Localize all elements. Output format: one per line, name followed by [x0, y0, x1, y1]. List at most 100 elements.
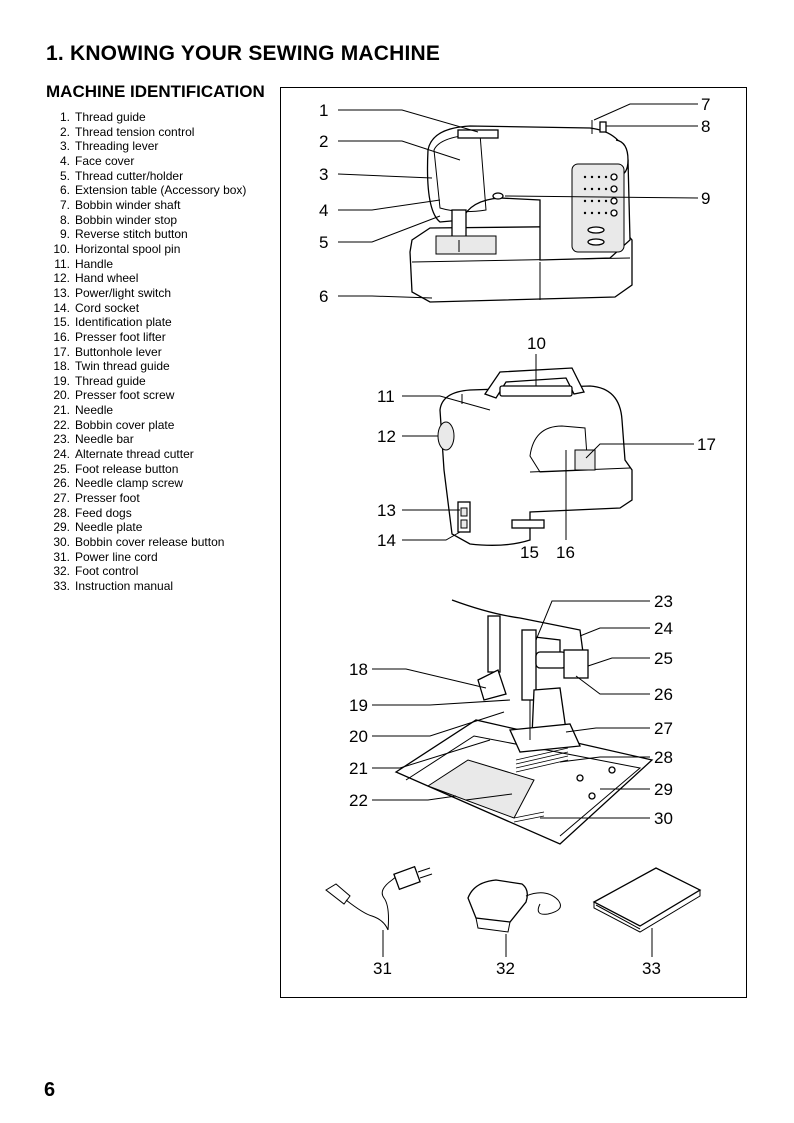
part-item: 22.Bobbin cover plate	[46, 418, 246, 433]
part-number: 3.	[59, 139, 70, 154]
section-title: MACHINE IDENTIFICATION	[46, 82, 265, 101]
callout-20: 20	[349, 727, 368, 746]
part-name: Foot release button	[75, 461, 179, 476]
needle-area-illustration	[394, 599, 654, 845]
part-number: 7.	[59, 197, 70, 212]
part-item: 13.Power/light switch	[46, 286, 246, 301]
part-item: 12.Hand wheel	[46, 271, 246, 286]
callout-13: 13	[377, 501, 396, 520]
part-name: Instruction manual	[75, 579, 174, 593]
part-name: Needle bar	[75, 432, 134, 447]
callout-23: 23	[654, 592, 673, 611]
part-item: 17.Buttonhole lever	[46, 345, 246, 360]
part-item: 29. Needle plate	[46, 520, 246, 535]
part-item: 4. Face cover	[46, 154, 246, 169]
part-name: Buttonhole lever	[75, 344, 162, 359]
part-item: 20.Presser foot screw	[46, 388, 246, 403]
part-number: 33.	[53, 579, 70, 593]
page-number: 6	[44, 1079, 56, 1101]
part-name: Needle plate	[75, 520, 143, 535]
callout-14: 14	[377, 531, 396, 550]
part-name: Needle clamp screw	[75, 476, 184, 491]
part-name: Face cover	[75, 153, 135, 168]
part-number: 28.	[53, 505, 70, 520]
callout-27: 27	[654, 719, 673, 738]
part-number: 24.	[53, 447, 70, 462]
part-number: 18.	[53, 359, 70, 374]
part-number: 4.	[59, 153, 70, 168]
callout-19: 19	[349, 696, 368, 715]
callout-32: 32	[496, 959, 515, 978]
callout-5: 5	[319, 233, 328, 252]
callout-30: 30	[654, 809, 673, 828]
callout-8: 8	[701, 117, 710, 136]
callout-31: 31	[373, 959, 392, 978]
part-name: Feed dogs	[75, 505, 132, 520]
part-item: 24.Alternate thread cutter	[46, 447, 246, 462]
part-name: Twin thread guide	[75, 359, 170, 374]
part-name: Thread guide	[75, 373, 146, 388]
part-name: Foot control	[75, 564, 139, 579]
needle-area-leaders	[372, 600, 650, 819]
part-item: 31.Power line cord	[46, 550, 246, 565]
callout-9: 9	[701, 189, 710, 208]
part-number: 2.	[59, 124, 70, 139]
part-name: Bobbin winder stop	[75, 212, 178, 227]
part-item: 7. Bobbin winder shaft	[46, 198, 246, 213]
rear-view-illustration	[437, 367, 633, 546]
part-item: 18. Twin thread guide	[46, 359, 246, 374]
part-item: 6.Extension table (Accessory box)	[46, 183, 246, 198]
callout-1: 1	[319, 101, 328, 120]
part-name: Threading lever	[75, 139, 159, 154]
part-number: 26.	[53, 476, 70, 491]
part-number: 30.	[53, 535, 70, 550]
part-item: 21.Needle	[46, 403, 246, 418]
part-item: 30. Bobbin cover release button	[46, 535, 246, 550]
page-title: 1. KNOWING YOUR SEWING MACHINE	[46, 42, 441, 65]
callout-18: 18	[349, 660, 368, 679]
callout-4: 4	[319, 201, 328, 220]
callout-33: 33	[642, 959, 661, 978]
part-name: Presser foot	[75, 491, 140, 506]
part-number: 19.	[53, 373, 70, 388]
part-item: 23.Needle bar	[46, 432, 246, 447]
part-number: 5.	[59, 168, 70, 183]
part-number: 29.	[53, 520, 70, 535]
part-item: 1.Thread guide	[46, 110, 246, 125]
part-item: 9.Reverse stitch button	[46, 227, 246, 242]
callout-6: 6	[319, 287, 328, 306]
part-number: 22.	[53, 417, 70, 432]
part-name: Power line cord	[75, 549, 158, 564]
part-name: Presser foot screw	[75, 388, 175, 403]
callout-3: 3	[319, 165, 328, 184]
callout-11: 11	[377, 387, 395, 406]
callout-15: 15	[520, 543, 539, 562]
part-name: Bobbin winder shaft	[75, 197, 181, 212]
part-item: 11.Handle	[46, 257, 246, 272]
part-number: 6.	[59, 183, 70, 198]
part-item: 19. Thread guide	[46, 374, 246, 389]
part-number: 12.	[53, 271, 70, 286]
part-number: 15.	[53, 315, 70, 330]
part-number: 1.	[59, 110, 70, 124]
part-item: 8. Bobbin winder stop	[46, 213, 246, 228]
part-item: 2.Thread tension control	[46, 125, 246, 140]
part-item: 27. Presser foot	[46, 491, 246, 506]
callout-17: 17	[697, 435, 716, 454]
part-name: Needle	[75, 403, 114, 418]
part-name: Horizontal spool pin	[75, 241, 181, 256]
callout-26: 26	[654, 685, 673, 704]
part-item: 5.Thread cutter/holder	[46, 169, 246, 184]
callout-28: 28	[654, 748, 673, 767]
part-item: 10.Horizontal spool pin	[46, 242, 246, 257]
part-item: 32.Foot control	[46, 564, 246, 579]
callout-29: 29	[654, 780, 673, 799]
part-item: 28. Feed dogs	[46, 506, 246, 521]
part-number: 16.	[53, 329, 70, 344]
part-number: 27.	[53, 491, 70, 506]
rear-view-leaders	[402, 354, 694, 541]
part-number: 8.	[59, 212, 70, 227]
callout-24: 24	[654, 619, 673, 638]
part-name: Bobbin cover release button	[75, 535, 225, 550]
